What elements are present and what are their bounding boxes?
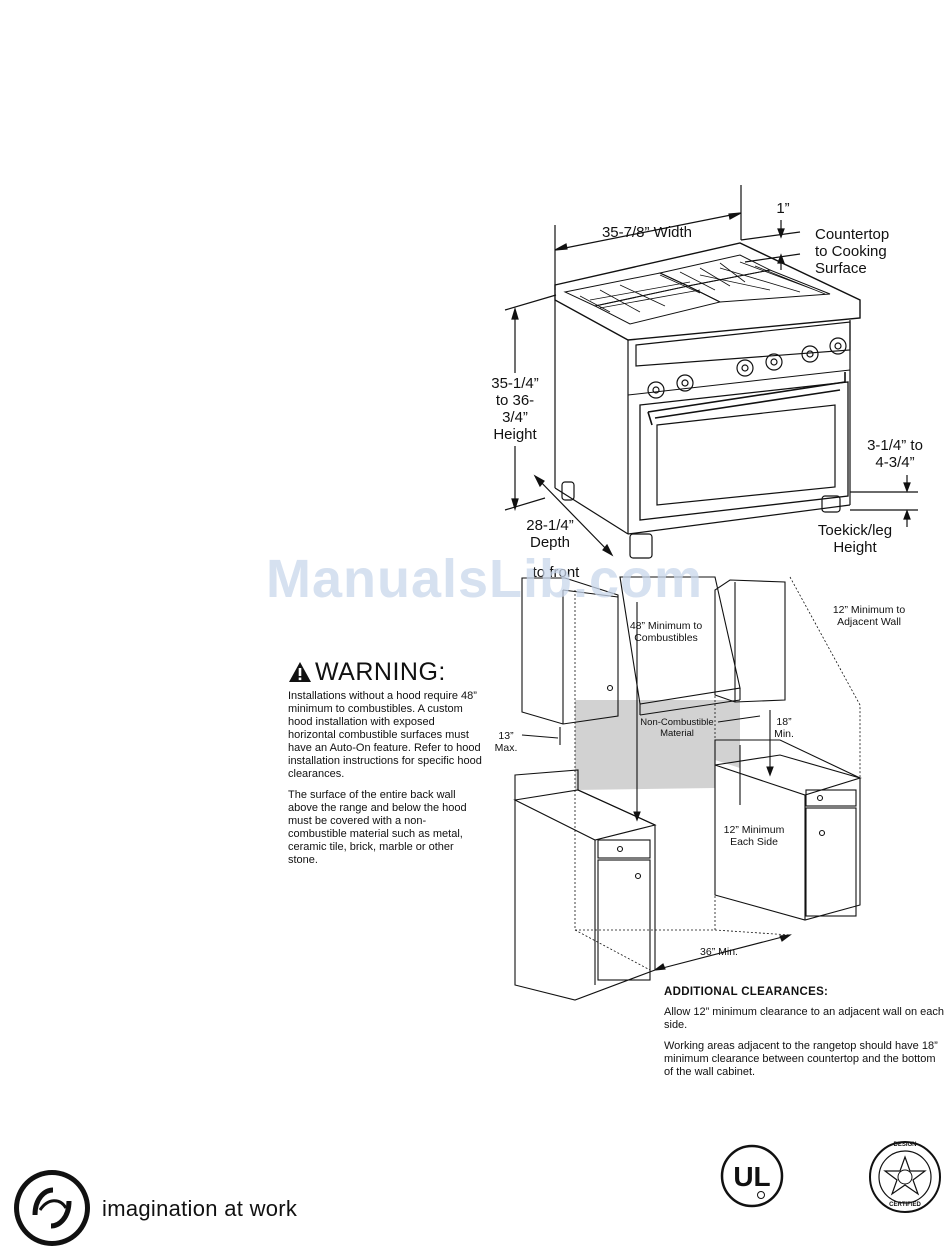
seal-top-text: DESIGN (893, 1142, 917, 1148)
additional-paragraph-2: Working areas adjacent to the rangetop s… (664, 1040, 938, 1078)
each-side-label: 12” Minimum Each Side (723, 824, 785, 848)
toekick-dim-label: 3-1/4” to 4-3/4” (867, 437, 923, 471)
width-min-label: 36” Min. (700, 946, 738, 958)
tagline: imagination at work (102, 1196, 298, 1221)
countertop-label: Countertop to Cooking Surface (815, 226, 890, 277)
warning-paragraph-1: Installations without a hood require 48”… (288, 690, 482, 780)
warning-block: WARNING: Installations without a hood re… (288, 658, 482, 867)
watermark: ManualsLib.com (266, 549, 704, 609)
toekick-label: Toekick/leg Height (817, 522, 893, 556)
height-label: 35-1/4” to 36-3/4” Height (491, 375, 539, 443)
vertical-label: 18” Min. (774, 716, 794, 740)
noncombustible-label: Non-Combustible Material (640, 717, 714, 739)
depth-label-suffix: to front (532, 564, 580, 581)
combustibles-label: 48” Minimum to Combustibles (629, 620, 703, 644)
warning-heading: WARNING: (288, 658, 482, 686)
additional-clearances: ADDITIONAL CLEARANCES: Allow 12” minimum… (664, 986, 946, 1079)
seal-bottom-text: CERTIFIED (889, 1202, 921, 1208)
design-certified-seal: DESIGN CERTIFIED (868, 1140, 942, 1214)
additional-title: ADDITIONAL CLEARANCES: (664, 986, 829, 998)
ul-logo-icon: UL (720, 1144, 784, 1208)
cabinet-depth-label: 13” Max. (494, 730, 518, 754)
width-label: 35-7/8” Width (601, 224, 693, 241)
adjacent-wall-label: 12” Minimum to Adjacent Wall (832, 604, 906, 628)
offset-label: 1” (776, 200, 790, 217)
depth-label: 28-1/4” Depth (526, 517, 574, 551)
ge-monogram-icon (14, 1170, 90, 1246)
warning-paragraph-2: The surface of the entire back wall abov… (288, 789, 467, 866)
svg-text:UL: UL (733, 1161, 770, 1192)
warning-title: WARNING: (315, 658, 446, 686)
ul-mark: UL UL (720, 1144, 784, 1208)
additional-paragraph-1: Allow 12” minimum clearance to an adjace… (664, 1006, 945, 1031)
warning-icon (289, 662, 311, 682)
ge-logo (12, 1168, 92, 1248)
star-seal-icon (869, 1141, 941, 1213)
